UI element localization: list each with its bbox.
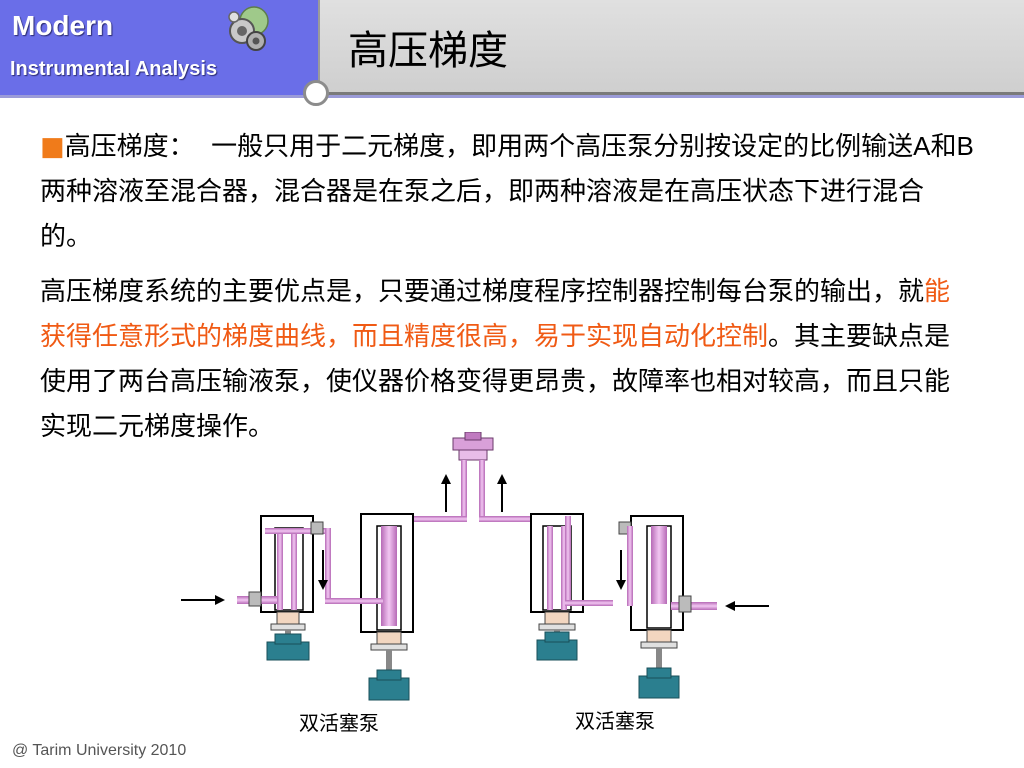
right-dual-piston-pump bbox=[530, 513, 717, 699]
flow-arrow-up-right bbox=[497, 474, 507, 512]
left-dual-piston-pump bbox=[237, 513, 414, 701]
paragraph-2-text-b: 。其主要缺点是使用了两台高压输液泵，使仪器价格变得更昂贵，故障率也相对较高，而且… bbox=[40, 322, 951, 442]
paragraph-2: 高压梯度系统的主要优点是，只要通过梯度程序控制器控制每台泵的输出，就能获得任意形… bbox=[40, 270, 975, 450]
solution-a-label: A bbox=[913, 131, 931, 161]
paragraph-1: ■高压梯度： 一般只用于二元梯度，即用两个高压泵分别按设定的比例输送A和B 两种溶… bbox=[40, 124, 975, 260]
title-underline bbox=[0, 95, 1024, 98]
mixer-tube-left bbox=[461, 460, 467, 520]
flow-arrow-down-left bbox=[318, 550, 328, 590]
conjunction: 和 bbox=[930, 132, 957, 162]
paragraph-2-text-a: 高压梯度系统的主要优点是，只要通过梯度程序控制器控制每台泵的输出，就 bbox=[40, 277, 925, 307]
ring-connector-icon bbox=[303, 80, 329, 106]
gear-cluster-logo-icon bbox=[228, 6, 269, 51]
mixer-tube-right bbox=[479, 460, 485, 520]
page-title: 高压梯度 bbox=[348, 28, 508, 74]
tube-to-left-pump bbox=[397, 516, 467, 522]
flow-arrow-down-right bbox=[616, 550, 626, 590]
brand-subtitle: Instrumental Analysis bbox=[10, 58, 218, 80]
term-label: 高压梯度： bbox=[64, 132, 195, 162]
highlight-text: 能获得任意形式的梯度曲线，而且精度很高，易于实现自动化控制 bbox=[40, 277, 951, 352]
mixer bbox=[452, 432, 494, 461]
square-bullet-icon: ■ bbox=[40, 132, 65, 162]
slide-body: ■高压梯度： 一般只用于二元梯度，即用两个高压泵分别按设定的比例输送A和B 两种溶… bbox=[40, 124, 975, 460]
left-pump-label: 双活塞泵 bbox=[299, 711, 379, 735]
paragraph-1-text-a: 一般只用于二元梯度，即用两个高压泵分别按设定的比例输送 bbox=[211, 132, 914, 162]
inlet-arrow-right bbox=[725, 601, 769, 611]
tube-to-right-pump bbox=[479, 516, 569, 522]
flow-arrow-up-left bbox=[441, 474, 451, 512]
title-bar: 高压梯度 bbox=[320, 0, 1024, 95]
right-pump-label: 双活塞泵 bbox=[575, 709, 655, 733]
inlet-arrow-left bbox=[181, 595, 225, 605]
high-pressure-gradient-diagram: 双活塞泵 双活塞泵 bbox=[181, 432, 769, 735]
brand-title: Modern bbox=[12, 10, 114, 41]
footer-copyright: @ Tarim University 2010 bbox=[12, 742, 187, 759]
paragraph-1-text-b: 两种溶液至混合器，混合器是在泵之后，即两种溶液是在高压状态下进行混合的。 bbox=[40, 177, 925, 252]
brand-panel: Modern Instrumental Analysis bbox=[0, 0, 320, 95]
solution-b-label: B bbox=[956, 131, 974, 161]
